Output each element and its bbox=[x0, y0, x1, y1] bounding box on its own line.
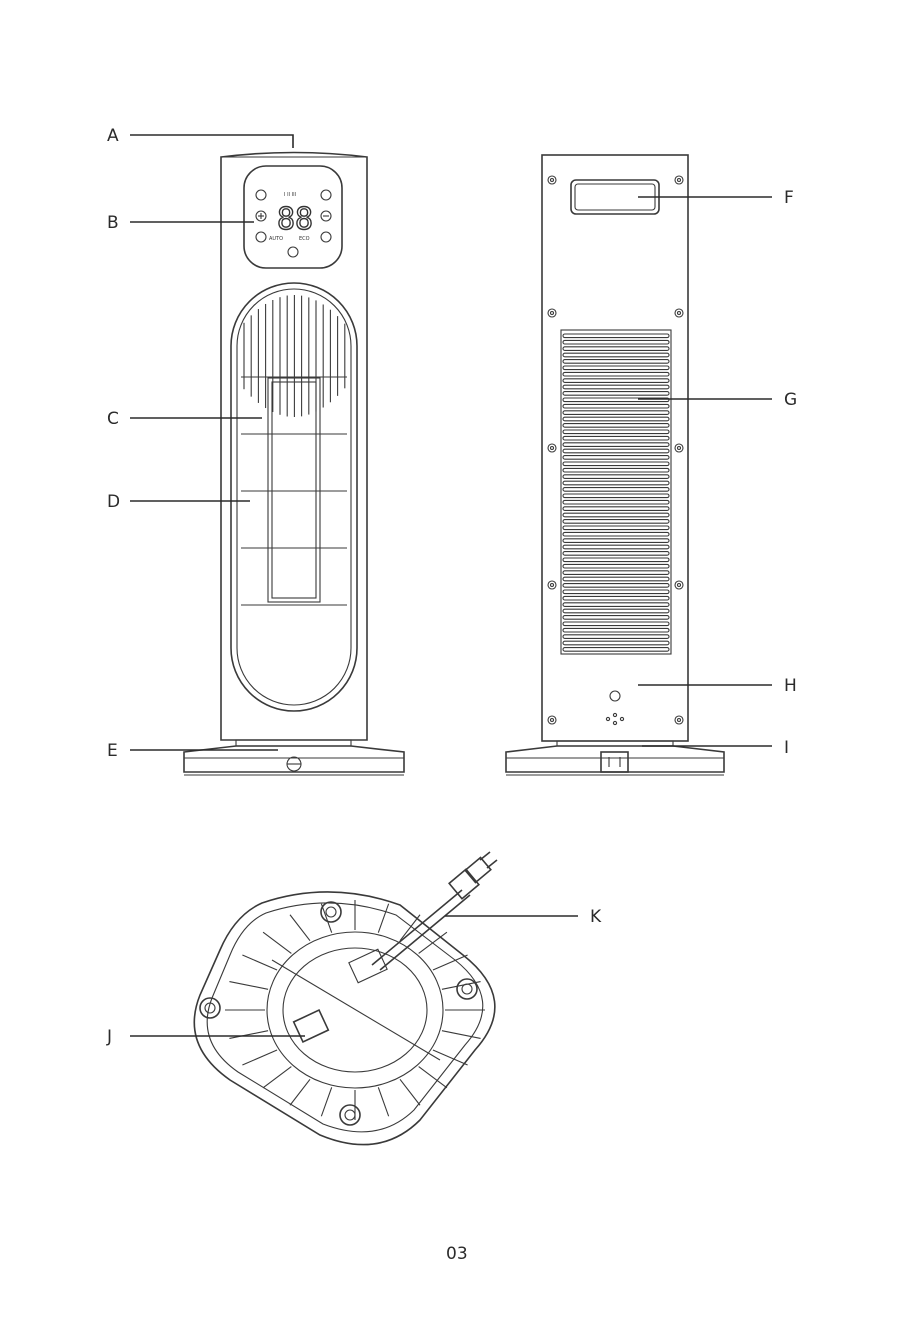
foot-icon bbox=[340, 1105, 360, 1125]
power-plug bbox=[449, 869, 479, 898]
foot-icon bbox=[457, 979, 477, 999]
panel-mode-auto: AUTO bbox=[269, 236, 283, 242]
label-k: K bbox=[590, 907, 602, 927]
sensor-icon bbox=[610, 691, 620, 701]
label-a: A bbox=[107, 126, 119, 146]
callouts bbox=[130, 135, 772, 1036]
tip-over-switch bbox=[294, 1010, 329, 1042]
label-j: J bbox=[106, 1027, 112, 1047]
back-base bbox=[506, 746, 724, 772]
panel-button-icon bbox=[256, 190, 266, 200]
panel-display: 88 bbox=[277, 202, 313, 237]
oscillate-icon bbox=[321, 190, 331, 200]
back-body bbox=[542, 155, 688, 741]
label-c: C bbox=[107, 409, 119, 429]
page-number: 03 bbox=[446, 1244, 468, 1264]
panel-mode-eco: ECO bbox=[299, 236, 310, 242]
cord-socket bbox=[601, 752, 628, 772]
label-f: F bbox=[784, 188, 794, 208]
panel-bars-text: I II III bbox=[284, 192, 296, 198]
label-h: H bbox=[784, 676, 797, 696]
timer-icon bbox=[256, 232, 266, 242]
bottom-view bbox=[194, 852, 497, 1145]
label-b: B bbox=[107, 213, 119, 233]
label-i: I bbox=[784, 738, 789, 758]
foot-icon bbox=[200, 998, 220, 1018]
label-d: D bbox=[107, 492, 120, 512]
back-view bbox=[506, 155, 724, 775]
label-e: E bbox=[107, 741, 118, 761]
light-icon bbox=[288, 247, 298, 257]
power-icon bbox=[321, 232, 331, 242]
label-g: G bbox=[784, 390, 797, 410]
front-view: I II III 88 AUTO ECO bbox=[184, 153, 404, 776]
